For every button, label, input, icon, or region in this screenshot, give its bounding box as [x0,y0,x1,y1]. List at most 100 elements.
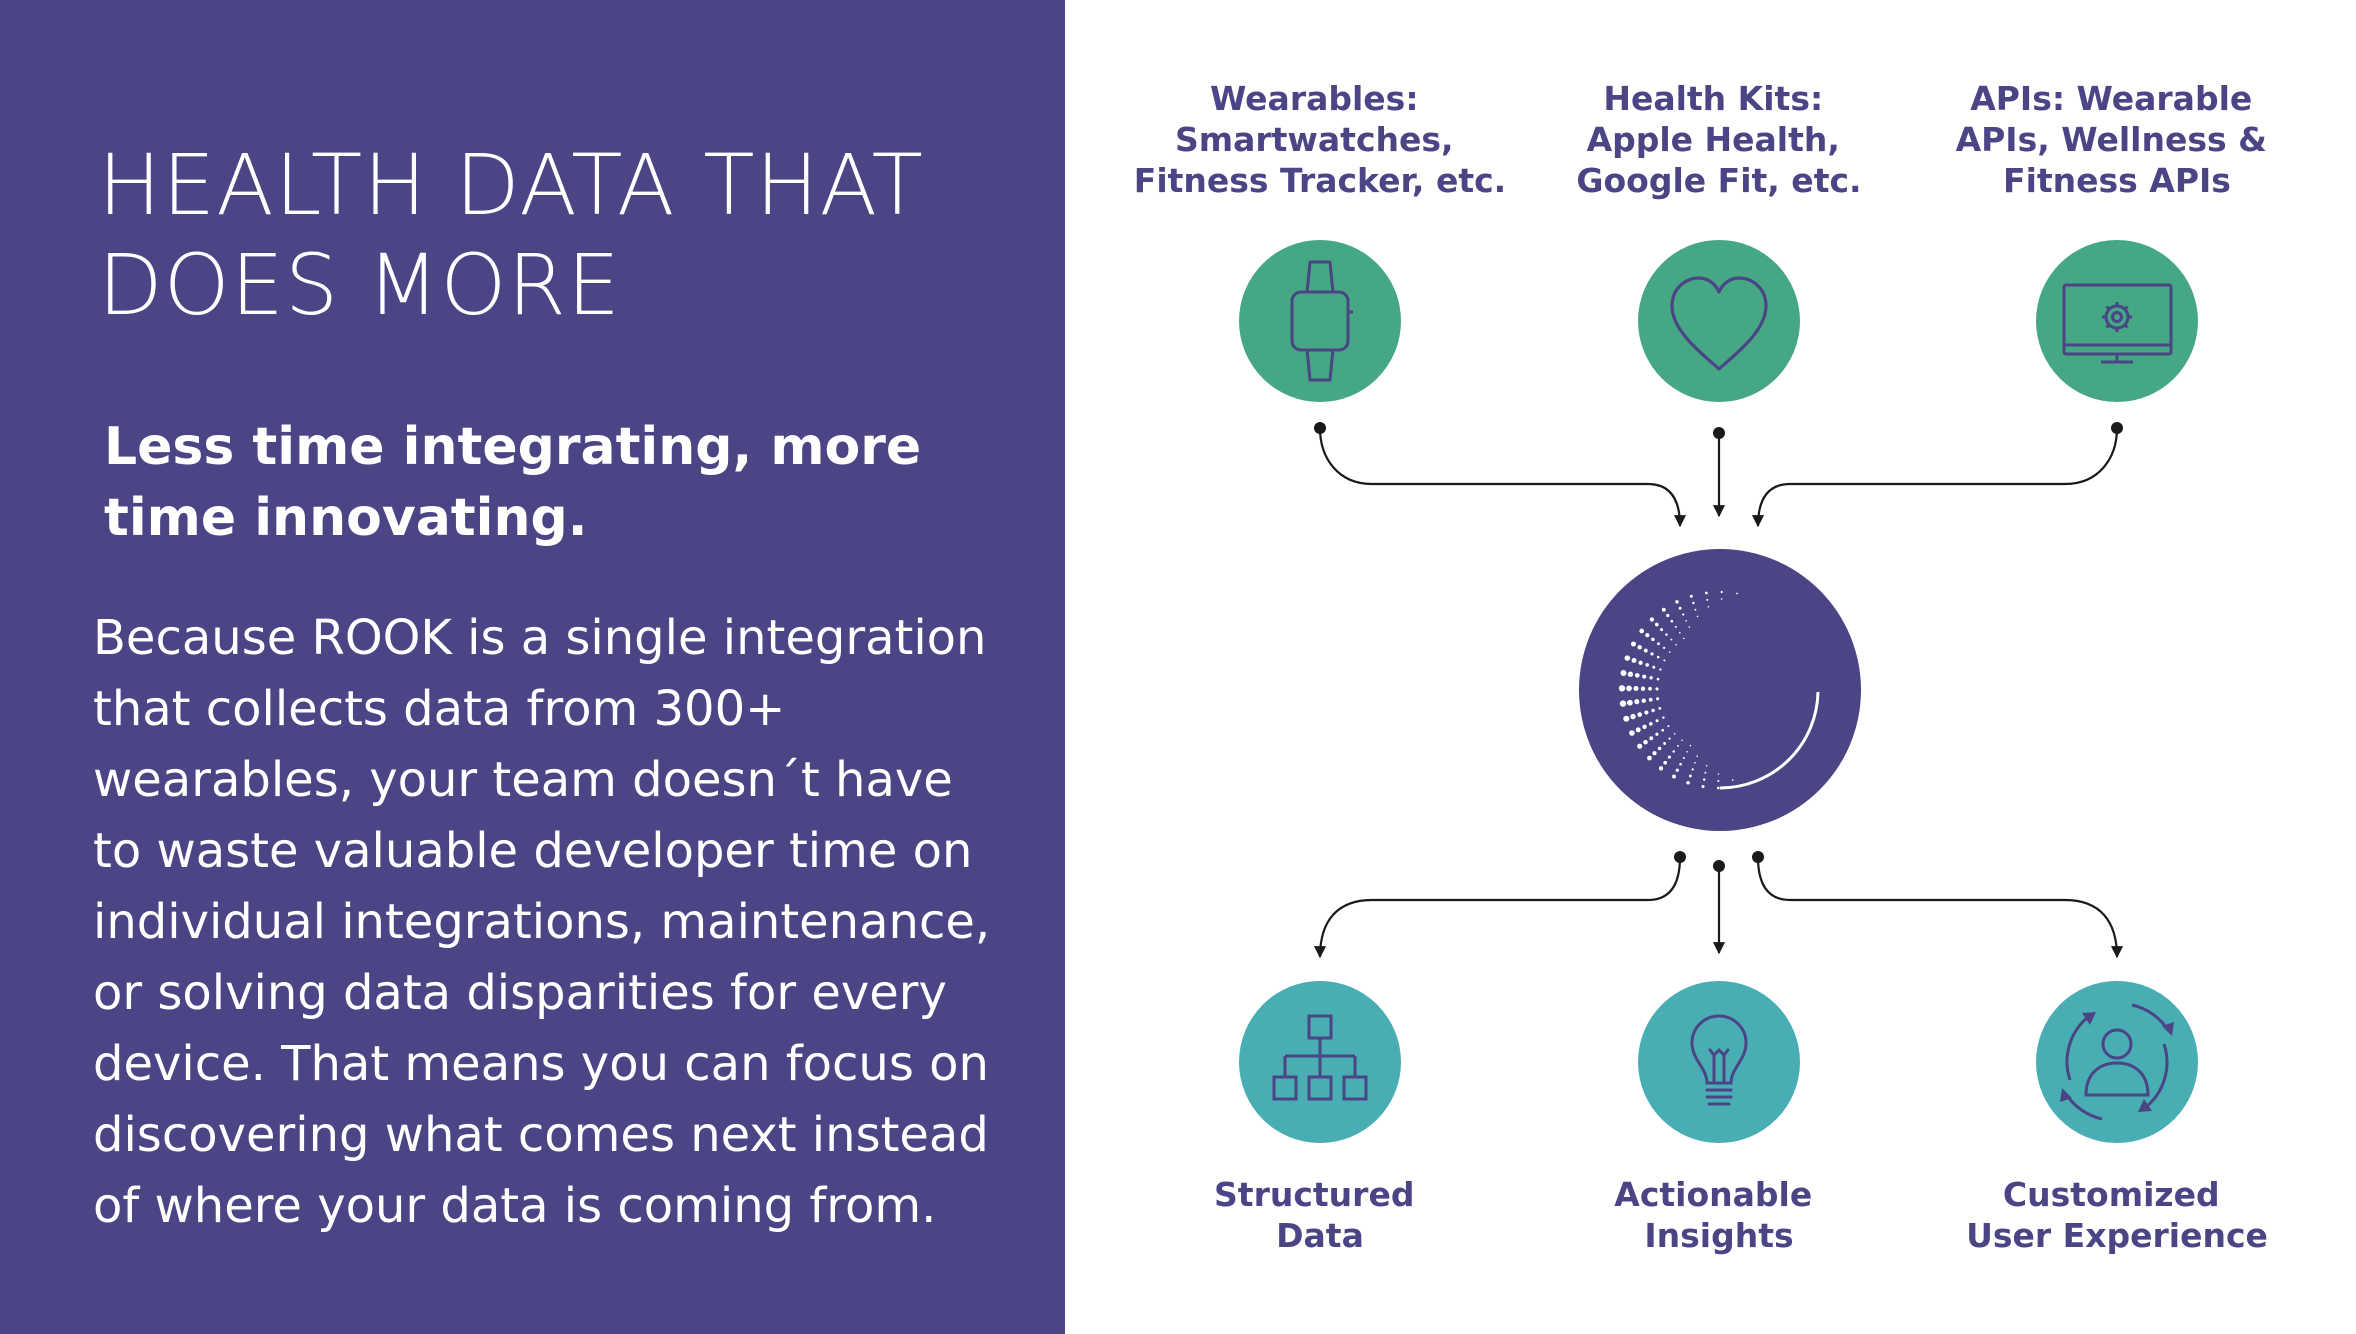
connector-wearables-to-hub [1318,427,1687,528]
logo-dot [1642,724,1647,729]
label-line: User Experience [1966,1216,2268,1255]
label-line: Customized [2003,1175,2220,1214]
output-label-structured-data: Structured Data [1214,1175,1426,1255]
logo-dot [1717,779,1720,783]
logo-dot [1716,786,1720,790]
logo-dot [1635,727,1641,733]
output-circle [1638,981,1800,1143]
subtitle: Less time integrating, more time innovat… [104,412,1004,554]
logo-dot [1717,773,1720,775]
logo-dot [1682,613,1685,616]
logo-dot [1620,670,1627,676]
logo-dot [1644,710,1649,715]
logo-dot [1661,607,1666,612]
logo-dot [1649,617,1655,622]
input-circle [1239,240,1401,402]
logo-dot [1691,768,1694,771]
page-title-line: HEALTH DATA THAT [98,136,924,234]
page-title: HEALTH DATA THAT DOES MORE [98,135,1018,335]
output-node-user-experience [2036,981,2198,1143]
logo-dot [1683,637,1685,640]
logo-dot [1638,660,1643,665]
logo-dot [1689,744,1692,747]
hub-circle [1579,549,1861,831]
logo-dot [1659,668,1662,671]
logo-dot [1648,721,1653,726]
logo-dot [1655,732,1659,736]
smartwatch-icon [1290,260,1353,382]
logo-dot [1696,755,1698,757]
logo-dot [1656,677,1660,681]
label-line: Actionable [1614,1175,1812,1214]
logo-dot [1654,622,1659,627]
logo-dot [1652,751,1657,756]
label-line: APIs, Wellness & [1956,120,2267,159]
logo-dot [1704,771,1707,774]
label-line: Wearables: [1210,79,1419,118]
subtitle-line: Less time integrating, more [104,417,922,477]
logo-dot [1643,739,1648,745]
body-line: to waste valuable developer time on [93,823,973,879]
logo-dot [1731,779,1734,781]
left-panel [0,0,1065,1334]
logo-dot [1706,598,1709,601]
logo-dot [1663,742,1667,745]
logo-dot [1655,719,1659,723]
logo-dot [1640,686,1646,691]
logo-dot [1668,737,1671,740]
label-line: Health Kits: [1603,79,1823,118]
logo-dot [1641,698,1646,703]
logo-dot [1681,739,1683,742]
body-line: discovering what comes next instead [93,1107,989,1163]
logo-dot [1657,746,1662,751]
body-line: Because ROOK is a single integration [93,610,987,666]
logo-dot [1668,651,1671,653]
logo-dot [1686,751,1688,753]
logo-dot [1663,760,1668,765]
logo-dot [1702,778,1706,781]
connector-hub-to-structured-data [1313,856,1682,959]
logo-dot [1685,619,1688,622]
input-node-health-kits [1638,240,1800,402]
logo-dot [1675,600,1679,604]
output-label-user-experience: Customized User Experience [1966,1175,2268,1255]
logo-dot [1645,663,1650,667]
cycle-arrow-icon [2060,1012,2174,1112]
input-label-health-kits: Health Kits: Apple Health, Google Fit, e… [1576,79,1861,200]
logo-dot [1651,637,1655,642]
logo-dot [1694,608,1697,611]
logo-dot [1656,655,1660,659]
logo-dot [1694,761,1696,764]
logo-dot [1637,712,1643,717]
input-label-apis: APIs: Wearable APIs, Wellness & Fitness … [1956,79,2279,200]
heart-icon [1670,276,1768,371]
logo-dot [1634,673,1640,678]
logo-dot [1736,592,1738,595]
body-line: device. That means you can focus on [93,1036,989,1092]
logo-dot [1682,756,1685,760]
input-label-wearables: Wearables: Smartwatches, Fitness Tracker… [1134,79,1506,200]
logo-dot [1645,633,1650,638]
logo-dot [1670,619,1674,623]
logo-dot [1634,699,1640,705]
hierarchy-icon [1272,1014,1368,1101]
logo-dot [1658,766,1664,771]
logo-dot [1649,736,1654,741]
logo-dot [1675,768,1679,772]
logo-dot [1707,606,1710,608]
label-line: Data [1276,1216,1364,1255]
connector-apis-to-hub [1751,427,2119,528]
logo-dot [1656,697,1660,701]
logo-dot [1673,732,1676,735]
label-line: Structured [1214,1175,1414,1214]
label-line: Fitness Tracker, etc. [1134,161,1506,200]
logo-dot [1660,628,1664,632]
logo-dot [1657,642,1660,646]
logo-dot [1663,659,1666,662]
logo-dot [1672,774,1676,779]
logo-dot [1692,601,1695,605]
logo-dot [1648,686,1652,691]
output-node-structured-data [1239,981,1401,1143]
